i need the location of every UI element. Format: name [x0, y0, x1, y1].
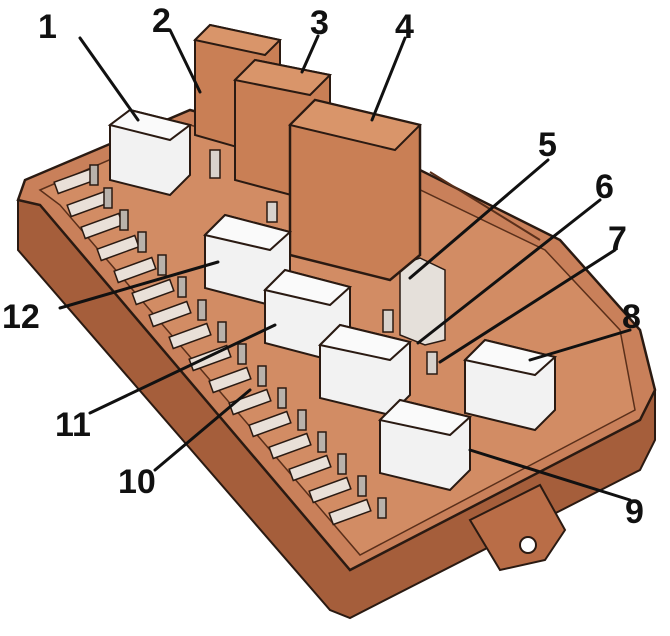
- relay-1: [107, 108, 193, 197]
- callout-9: 9: [625, 493, 644, 531]
- callout-10: 10: [118, 463, 156, 501]
- relay-4: [288, 98, 422, 282]
- callout-8: 8: [622, 298, 641, 336]
- callout-6: 6: [595, 168, 614, 206]
- callout-3: 3: [310, 4, 329, 42]
- fuse-terminals: [53, 164, 387, 526]
- mounting-hole: [519, 536, 537, 554]
- callout-7: 7: [608, 220, 627, 258]
- mounting-tab: [468, 483, 567, 572]
- relay-9: [377, 398, 473, 492]
- callout-1: 1: [38, 8, 57, 46]
- relay-12: [203, 213, 293, 307]
- relay-6: [317, 323, 413, 417]
- callout-11: 11: [55, 406, 91, 444]
- callout-2: 2: [152, 2, 171, 40]
- white-relays: [107, 108, 558, 492]
- callout-12: 12: [2, 298, 40, 336]
- callout-4: 4: [395, 8, 414, 46]
- leader-lines: [58, 28, 632, 502]
- callout-5: 5: [538, 126, 557, 164]
- terminal-posts: [209, 149, 446, 375]
- relay-8: [462, 338, 558, 432]
